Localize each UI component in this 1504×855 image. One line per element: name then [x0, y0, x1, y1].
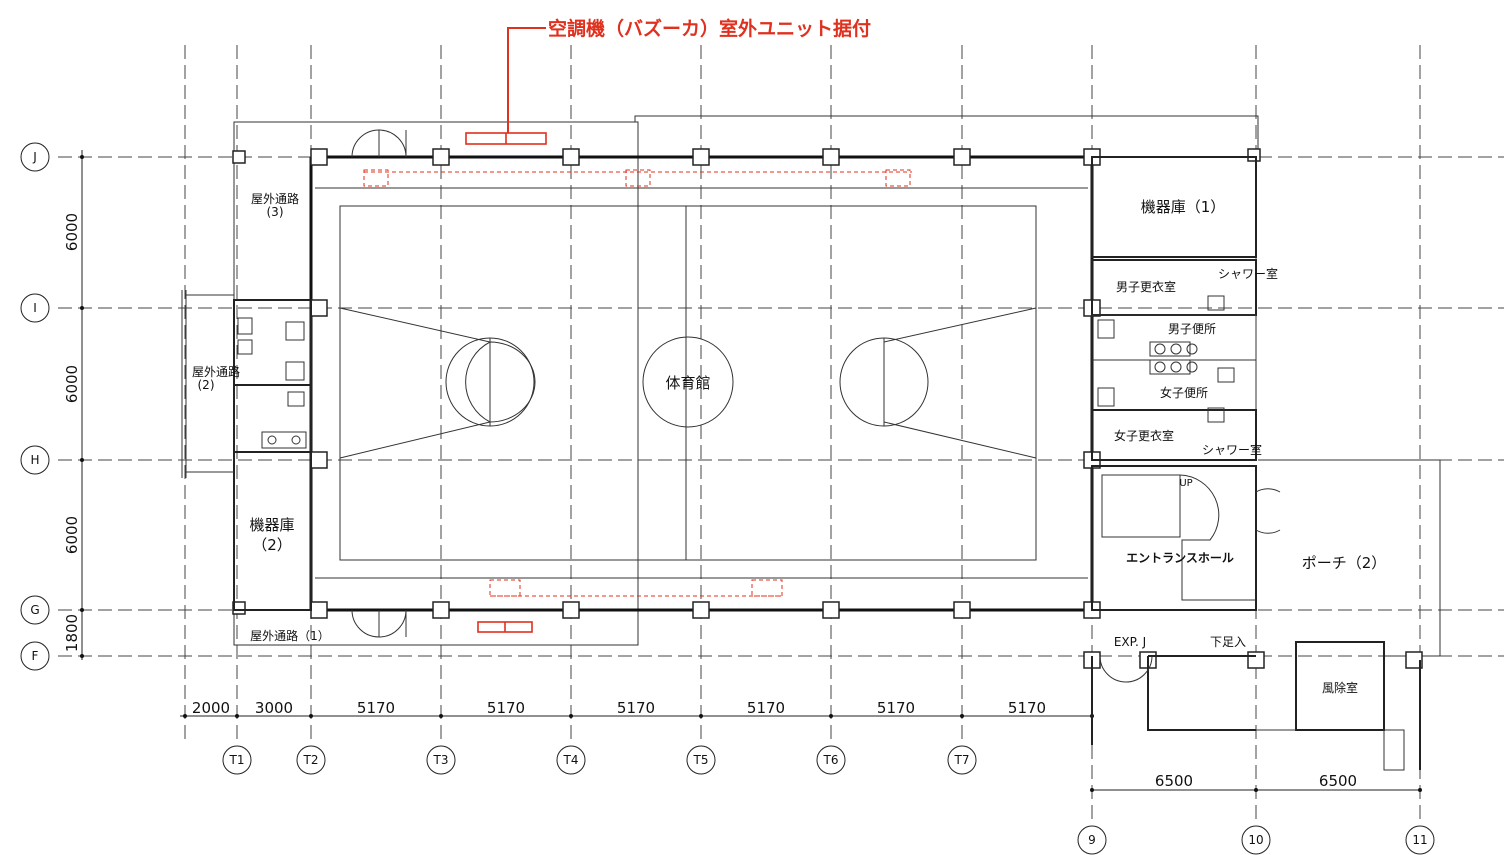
shower1-label: シャワー室 — [1218, 266, 1278, 281]
shower2-label: シャワー室 — [1202, 442, 1262, 457]
horizontal-dimensions: 2000 3000 5170 5170 5170 5170 5170 5170 — [180, 699, 1094, 718]
womens-change-label: 女子更衣室 — [1114, 428, 1174, 443]
lower-right-rooms — [1091, 641, 1421, 771]
column-axis-labels: T1 T2 T3 T4 T5 T6 T7 — [222, 745, 977, 775]
rdim-1: 6500 — [1155, 772, 1193, 790]
hdim-5: 5170 — [617, 699, 655, 717]
equip2-label-a: 機器庫 — [249, 516, 294, 534]
hdim-1: 2000 — [192, 699, 230, 717]
equip2-label-b: （2） — [252, 536, 292, 554]
row-grid-lines — [58, 156, 1504, 657]
hdim-2: 3000 — [255, 699, 293, 717]
col-axis-9: 9 — [1088, 833, 1096, 847]
hdim-6: 5170 — [747, 699, 785, 717]
stair-up-label: UP — [1179, 478, 1192, 489]
path2-label-a: 屋外通路 — [192, 364, 240, 379]
row-axis-h: H — [30, 453, 39, 467]
col-axis-t7: T7 — [954, 753, 970, 767]
row-axis-j: J — [32, 150, 37, 164]
shoe-rack-label: 下足入 — [1210, 635, 1246, 649]
basketball-court — [339, 205, 1037, 561]
row-axis-i: I — [33, 301, 37, 315]
col-axis-t2: T2 — [303, 753, 319, 767]
col-axis-10: 10 — [1248, 833, 1263, 847]
hdim-4: 5170 — [487, 699, 525, 717]
col-axis-t5: T5 — [693, 753, 709, 767]
callout-leader — [507, 27, 546, 133]
hdim-8: 5170 — [1008, 699, 1046, 717]
col-axis-t3: T3 — [433, 753, 449, 767]
windbreak-label: 風除室 — [1322, 680, 1358, 695]
site-outline — [233, 115, 1441, 657]
entrance-label: エントランスホール — [1126, 551, 1234, 565]
womens-toilet-label: 女子便所 — [1160, 385, 1208, 400]
equip1-label: 機器庫（1） — [1141, 198, 1226, 216]
mens-change-label: 男子更衣室 — [1116, 279, 1176, 294]
ac-callout-text: 空調機（バズーカ）室外ユニット据付 — [548, 17, 871, 40]
path2-label-b: (2) — [198, 378, 215, 392]
vdim-2: 6000 — [63, 365, 81, 403]
col-axis-t6: T6 — [823, 753, 839, 767]
vertical-dimensions: 6000 6000 6000 1800 — [63, 150, 84, 660]
hdim-7: 5170 — [877, 699, 915, 717]
vdim-3: 6000 — [63, 516, 81, 554]
mens-toilet-label: 男子便所 — [1168, 322, 1216, 336]
hdim-3: 5170 — [357, 699, 395, 717]
path1-label: 屋外通路（1） — [250, 628, 330, 643]
exp-joint-label: EXP. J — [1114, 635, 1146, 649]
row-axis-g: G — [30, 603, 39, 617]
structural-columns — [232, 148, 1423, 669]
left-annex — [181, 290, 312, 611]
vdim-4: 1800 — [63, 614, 81, 652]
path3-label-b: (3) — [267, 205, 284, 219]
path3-label-a: 屋外通路 — [251, 191, 299, 206]
col-axis-t1: T1 — [229, 753, 245, 767]
row-axis-labels: J I H G F — [20, 142, 50, 671]
col-axis-11: 11 — [1412, 833, 1427, 847]
row-axis-f: F — [32, 649, 39, 663]
ac-outdoor-units — [363, 132, 912, 633]
rdim-2: 6500 — [1319, 772, 1357, 790]
gym-doors — [351, 129, 407, 638]
right-dimensions: 6500 6500 9 10 11 — [1077, 772, 1435, 855]
porch-label: ポーチ（2） — [1302, 554, 1387, 572]
gym-label: 体育館 — [665, 374, 710, 392]
right-annex — [1091, 156, 1281, 611]
col-axis-t4: T4 — [563, 753, 579, 767]
vdim-1: 6000 — [63, 213, 81, 251]
